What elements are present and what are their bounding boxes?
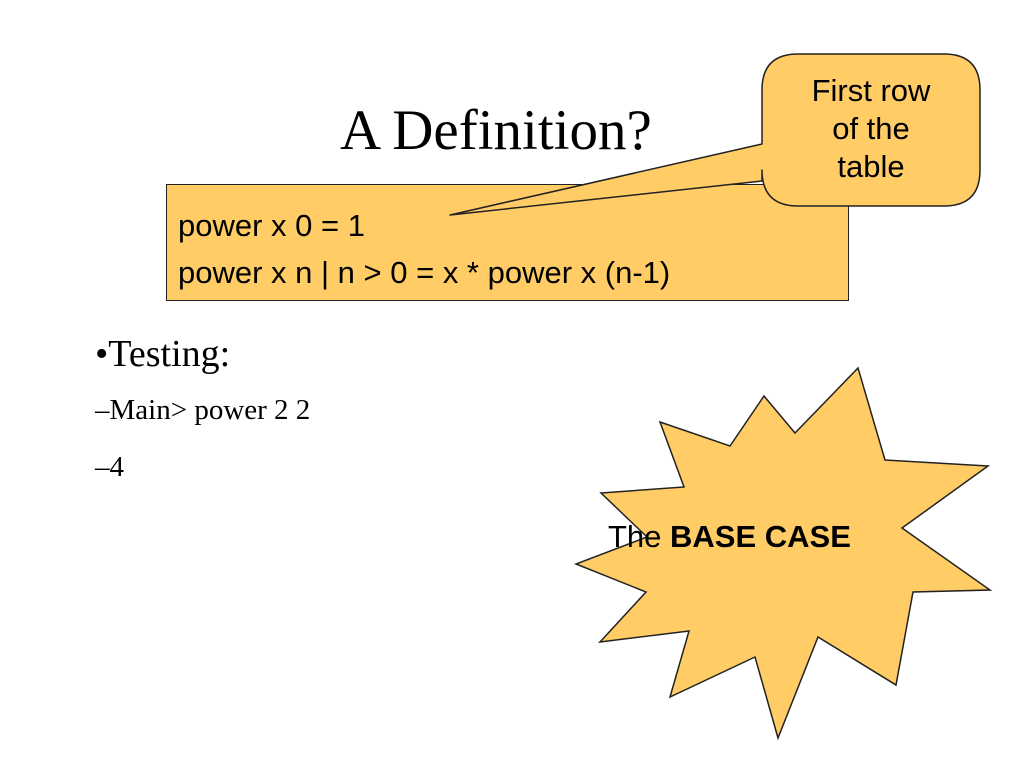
callout-line-2: of the: [832, 111, 910, 146]
bullet-testing: •Testing:: [95, 333, 231, 375]
bullet-list: •Testing: –Main> power 2 2 –4: [95, 330, 310, 486]
starburst-shape: [573, 366, 993, 741]
starburst-label: The BASE CASE: [608, 518, 851, 556]
starburst-label-emphasis: BASE CASE: [670, 519, 851, 554]
bullet-result: –4: [95, 451, 124, 483]
code-line-recursive-case: power x n | n > 0 = x * power x (n-1): [178, 255, 671, 290]
callout-line-1: First row: [811, 73, 931, 108]
code-line-base-case: power x 0 = 1: [178, 208, 365, 243]
callout-text: First row of the table: [766, 72, 976, 186]
starburst-label-prefix: The: [608, 519, 671, 554]
callout-bubble: [449, 53, 981, 216]
callout-line-3: table: [837, 149, 905, 184]
bullet-command: –Main> power 2 2: [95, 394, 311, 426]
slide-title: A Definition?: [340, 99, 652, 162]
